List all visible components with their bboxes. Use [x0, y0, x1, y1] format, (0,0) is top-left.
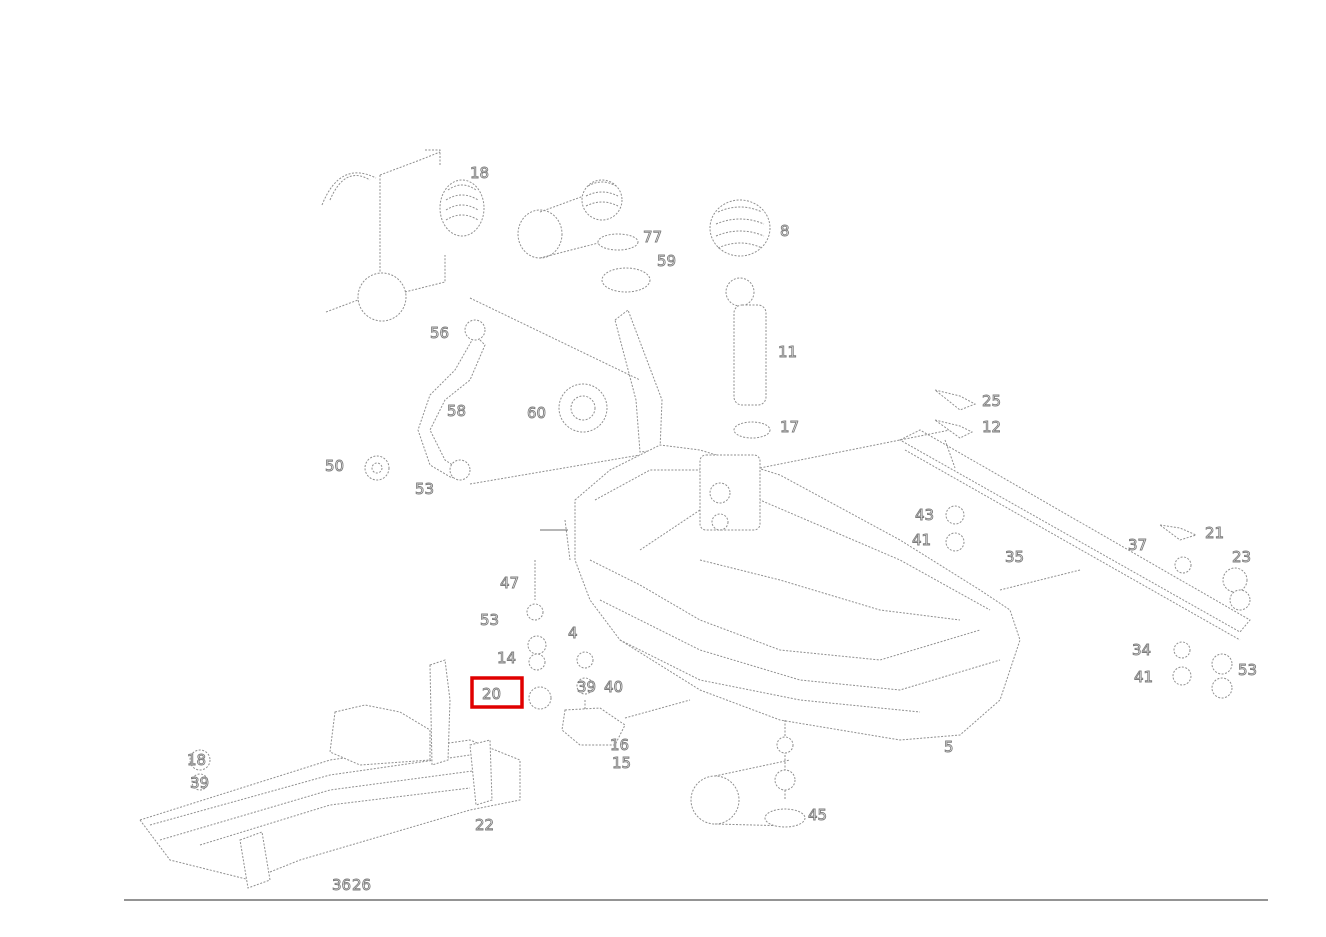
- right-small-parts: [934, 389, 1251, 699]
- callout-label: 41: [912, 531, 931, 549]
- callout-label: 22: [475, 816, 494, 834]
- callout-label: 12: [982, 418, 1001, 436]
- bellows-part: [517, 179, 639, 259]
- clamp-ring-part: [321, 149, 441, 275]
- callout-label: 53: [1238, 661, 1257, 679]
- callout-label: 60: [527, 404, 546, 422]
- right-rail-part: [759, 429, 1251, 641]
- lower-pulley-part: [690, 720, 806, 828]
- callout-label: 4: [568, 624, 578, 642]
- callout-label: 59: [657, 252, 676, 270]
- callout-label: 16: [610, 736, 629, 754]
- callout-label: 15: [612, 754, 631, 772]
- callout-label: 50: [325, 457, 344, 475]
- callout-label: 34: [1132, 641, 1151, 659]
- callout-label: 56: [430, 324, 449, 342]
- callout-label: 11: [778, 343, 797, 361]
- callout-label: 21: [1205, 524, 1224, 542]
- callout-label: 14: [497, 649, 516, 667]
- rod-part: [725, 277, 771, 439]
- callout-label: 36: [332, 876, 351, 894]
- callout-labels: 18 77 59 8 11 56 58 60 50 53 17 25 12 43…: [187, 164, 1258, 895]
- callout-label: 25: [982, 392, 1001, 410]
- small-nut-part: [364, 455, 390, 481]
- callout-label: 8: [780, 222, 790, 240]
- callout-label-highlighted: 20: [482, 685, 501, 703]
- spring-cap-part-1: [439, 179, 485, 237]
- callout-label: 43: [915, 506, 934, 524]
- callout-label: 35: [1005, 548, 1024, 566]
- callout-label: 58: [447, 402, 466, 420]
- callout-label: 37: [1128, 536, 1147, 554]
- callout-label: 26: [352, 876, 371, 894]
- top-spring-part: [709, 199, 771, 257]
- callout-label: 53: [480, 611, 499, 629]
- callout-label: 18: [187, 751, 206, 769]
- callout-label: 17: [780, 418, 799, 436]
- callout-label: 47: [500, 574, 519, 592]
- highlight-box: [470, 676, 524, 709]
- callout-label: 45: [808, 806, 827, 824]
- callout-label: 40: [604, 678, 623, 696]
- callout-label: 77: [643, 228, 662, 246]
- callout-label: 39: [190, 774, 209, 792]
- callout-label: 18: [470, 164, 489, 182]
- elbow-pipe-part: [417, 319, 486, 481]
- conveyor-part: [139, 659, 521, 889]
- callout-label: 5: [944, 738, 954, 756]
- callout-label: 53: [415, 480, 434, 498]
- fastener-column: [526, 560, 691, 746]
- round-disc-part: [325, 255, 446, 322]
- callout-label: 39: [577, 678, 596, 696]
- callout-label: 23: [1232, 548, 1251, 566]
- hose-part: [469, 267, 663, 453]
- callout-label: 41: [1134, 668, 1153, 686]
- pulley-part: [558, 383, 608, 433]
- hopper-body: [540, 444, 1021, 741]
